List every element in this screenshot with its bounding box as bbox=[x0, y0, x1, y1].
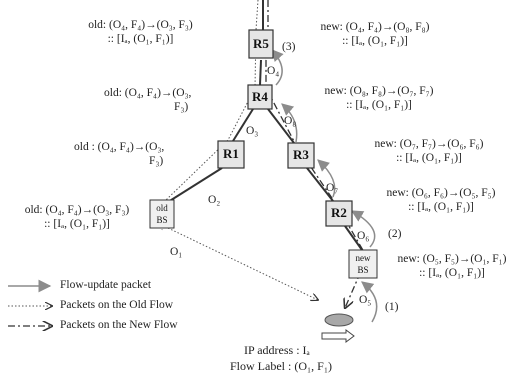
old-flow-path bbox=[161, 0, 259, 231]
node-r5-label: R5 bbox=[253, 36, 269, 51]
link-label-o4: O₄ bbox=[267, 65, 280, 77]
link-r3-r2 bbox=[306, 167, 334, 202]
link-r4-r1 bbox=[232, 108, 254, 142]
node-new-bs-label: new BS bbox=[349, 254, 377, 275]
step-1: (1) bbox=[385, 301, 399, 313]
annotation-old-bs-line1: old: (O₄, F₄)→(O₃, F₃) bbox=[24, 204, 130, 216]
flow-update-arrow-5 bbox=[271, 49, 284, 86]
node-r2 bbox=[325, 200, 353, 227]
annotation-new-r2-line1: new: (O₆, F₆)→(O₅, F₅) bbox=[386, 187, 496, 199]
mobile-ip-address: IP address : Iₐ bbox=[244, 343, 310, 357]
node-r3-label: R3 bbox=[293, 147, 309, 162]
annotation-new-bs: new: (O₅, F₅)→(O₁, F₁) :: [Iₐ, (O₁, F₁)] bbox=[378, 252, 526, 280]
node-old-bs bbox=[149, 199, 175, 229]
link-label-o8: O₈ bbox=[284, 115, 297, 127]
annotation-new-r2: new: (O₆, F₆)→(O₅, F₅) :: [Iₐ, (O₁, F₁)] bbox=[366, 186, 516, 214]
old-bs-line1: old bbox=[156, 203, 168, 213]
link-label-o2: O₂ bbox=[208, 194, 221, 206]
link-label-o1: O₁ bbox=[170, 246, 183, 258]
old-bs-line2: BS bbox=[156, 215, 168, 225]
node-r2-label: R2 bbox=[331, 205, 347, 220]
annotation-new-r3-line1: new: (O₇, F₇)→(O₆, F₆) bbox=[374, 138, 484, 150]
annotation-old-r4-line2: F₃) bbox=[174, 101, 189, 113]
link-label-o5: O₅ bbox=[359, 294, 372, 306]
new-bs-line1: new bbox=[355, 253, 371, 263]
old-flow-to-mobile bbox=[167, 227, 318, 300]
link-r1-oldbs bbox=[167, 167, 223, 203]
link-r4-r3 bbox=[267, 108, 295, 144]
flow-update-arrow-2 bbox=[350, 210, 376, 248]
node-old-bs-label: old BS bbox=[150, 204, 174, 225]
annotation-new-r4-line1: new: (O₈, F₈)→(O₇, F₇) bbox=[324, 85, 434, 97]
mobile-flow-label: Flow Label : (O₁, F₁) bbox=[230, 359, 333, 373]
annotation-old-bs: old: (O₄, F₄)→(O₃, F₃) :: [Iₐ, (O₁, F₁)] bbox=[8, 203, 146, 231]
legend-old-flow: Packets on the Old Flow bbox=[60, 299, 174, 311]
annotation-new-bs-line2: :: [Iₐ, (O₁, F₁)] bbox=[419, 267, 485, 279]
annotation-new-r2-line2: :: [Iₐ, (O₁, F₁)] bbox=[408, 201, 474, 213]
link-label-o3: O₃ bbox=[246, 125, 259, 137]
annotation-old-r4-line1: old: (O₄, F₄)→(O₃, bbox=[104, 87, 192, 99]
step-2: (2) bbox=[388, 228, 402, 240]
annotation-new-r4: new: (O₈, F₈)→(O₇, F₇) :: [Iₐ, (O₁, F₁)] bbox=[304, 84, 454, 112]
link-r2-newbs bbox=[344, 225, 363, 251]
new-bs-line2: BS bbox=[357, 265, 369, 275]
step-3: (3) bbox=[282, 41, 296, 53]
annotation-new-r5-line1: new: (O₄, F₄)→(O₈, F₈) bbox=[320, 21, 430, 33]
link-r5-r4 bbox=[259, 59, 262, 86]
flow-update-arrow-4 bbox=[281, 103, 298, 143]
annotation-old-r1: old : (O₄, F₄)→(O₃, F₃) bbox=[74, 140, 164, 168]
link-label-o7: O₇ bbox=[326, 182, 339, 194]
node-r5 bbox=[248, 29, 274, 59]
flow-update-arrow-3 bbox=[317, 159, 336, 198]
annotation-old-r5: old: (O₄, F₄)→(O₃, F₃) :: [Iₐ, (O₁, F₁)] bbox=[38, 18, 243, 46]
node-r1 bbox=[217, 140, 245, 169]
annotation-old-r4: old: (O₄, F₄)→(O₃, F₃) bbox=[104, 86, 191, 114]
annotation-old-bs-line2: :: [Iₐ, (O₁, F₁)] bbox=[44, 218, 110, 230]
legend-flow-update: Flow-update packet bbox=[60, 279, 152, 291]
node-r4-label: R4 bbox=[252, 89, 268, 104]
annotation-new-bs-line1: new: (O₅, F₅)→(O₁, F₁) bbox=[397, 253, 507, 265]
annotation-new-r5-line2: :: [Iₐ, (O₁, F₁)] bbox=[342, 35, 408, 47]
annotation-old-r1-line1: old : (O₄, F₄)→(O₃, bbox=[74, 141, 165, 153]
annotation-new-r3: new: (O₇, F₇)→(O₆, F₆) :: [Iₐ, (O₁, F₁)] bbox=[354, 137, 504, 165]
link-label-o6: O₆ bbox=[357, 230, 370, 242]
node-r3 bbox=[287, 142, 315, 169]
annotation-old-r1-line2: F₃) bbox=[149, 155, 164, 167]
annotation-new-r5: new: (O₄, F₄)→(O₈, F₈) :: [Iₐ, (O₁, F₁)] bbox=[300, 20, 450, 48]
legend-new-flow: Packets on the New Flow bbox=[60, 319, 178, 331]
annotation-new-r3-line2: :: [Iₐ, (O₁, F₁)] bbox=[396, 152, 462, 164]
movement-arrow-icon bbox=[321, 329, 355, 343]
node-r1-label: R1 bbox=[223, 146, 239, 161]
annotation-new-r4-line2: :: [Iₐ, (O₁, F₁)] bbox=[346, 99, 412, 111]
annotation-old-r5-line1: old: (O₄, F₄)→(O₃, F₃) bbox=[88, 19, 193, 31]
mobile-node bbox=[324, 313, 354, 327]
node-r4 bbox=[247, 84, 273, 110]
annotation-old-r5-line2: :: [Iₐ, (O₁, F₁)] bbox=[107, 33, 174, 45]
node-new-bs bbox=[348, 249, 378, 279]
flow-update-arrow-1 bbox=[361, 281, 378, 323]
